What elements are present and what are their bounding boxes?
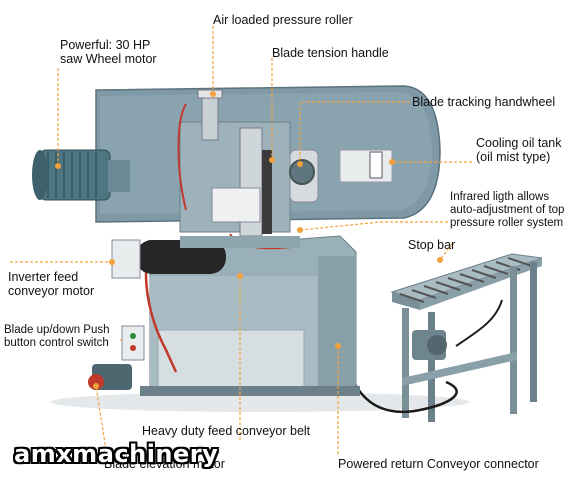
return-conveyor [390, 253, 543, 422]
saw-wheel-motor [32, 149, 130, 201]
label-air-roller: Air loaded pressure roller [213, 13, 353, 27]
label-saw-motor-line2: saw Wheel motor [60, 52, 157, 66]
elevation-motor [88, 364, 132, 390]
label-infrared: Infrared ligth allows auto-adjustment of… [450, 191, 564, 230]
label-push-button-line2: button control switch [4, 337, 109, 349]
label-infrared-line2: auto-adjustment of top [450, 204, 565, 216]
label-inverter-motor: Inverter feed conveyor motor [8, 270, 94, 298]
label-oil-tank-line2: (oil mist type) [476, 150, 551, 164]
push-button-box [121, 325, 145, 361]
label-stop-bar: Stop bar [408, 238, 456, 252]
label-return-connector: Powered return Conveyor connector [338, 457, 539, 471]
label-push-button: Blade up/down Push button control switch [4, 324, 110, 350]
watermark-logo: amxmachinery [14, 440, 219, 468]
label-saw-motor: Powerful: 30 HP saw Wheel motor [60, 38, 157, 66]
label-saw-motor-line1: Powerful: 30 HP [60, 38, 151, 52]
feed-conveyor-belt [111, 236, 300, 279]
label-push-button-line1: Blade up/down Push [4, 324, 110, 336]
label-infrared-line1: Infrared ligth allows [450, 191, 550, 203]
label-elevation-motor: Blade elevation motor [104, 457, 225, 471]
label-oil-tank: Cooling oil tank (oil mist type) [476, 136, 561, 164]
label-inverter-line1: Inverter feed [8, 270, 79, 284]
label-tension-handle: Blade tension handle [272, 46, 389, 60]
leader-lines [10, 26, 472, 454]
label-infrared-line3: pressure roller system [450, 217, 564, 229]
machine-base [140, 235, 360, 396]
label-tracking-handwheel: Blade tracking handwheel [412, 95, 556, 109]
label-inverter-line2: conveyor motor [8, 284, 95, 298]
label-oil-tank-line1: Cooling oil tank [476, 136, 562, 150]
label-feed-belt: Heavy duty feed conveyor belt [142, 424, 311, 438]
